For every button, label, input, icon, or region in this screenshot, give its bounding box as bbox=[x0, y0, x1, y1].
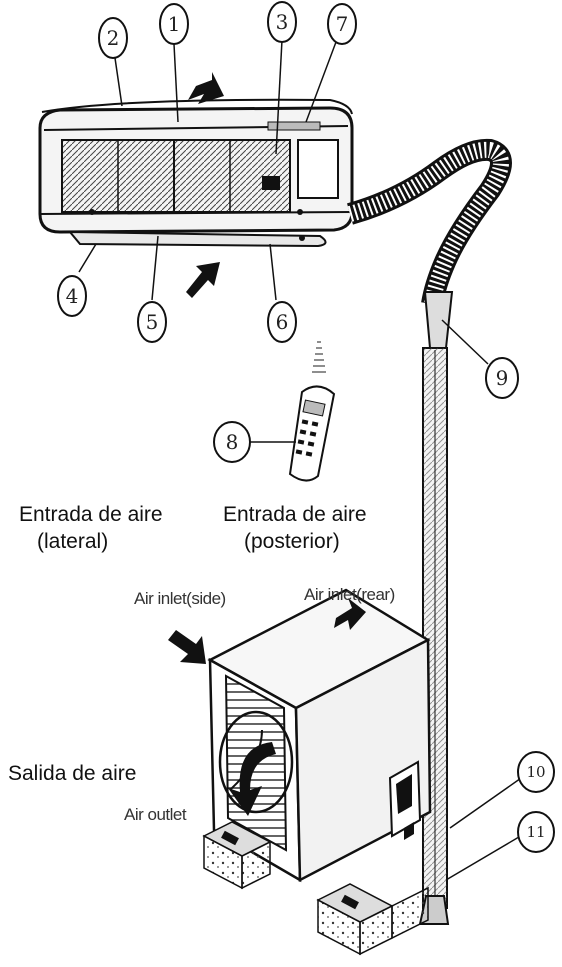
svg-text:1: 1 bbox=[168, 12, 181, 36]
callout-5: 5 bbox=[137, 301, 167, 343]
air-outlet-label-es: Salida de aire bbox=[8, 762, 137, 785]
svg-text:4: 4 bbox=[66, 284, 79, 308]
callout-7: 7 bbox=[327, 3, 357, 45]
outdoor-unit bbox=[207, 588, 432, 883]
callout-2: 2 bbox=[98, 17, 128, 59]
svg-text:10: 10 bbox=[526, 763, 545, 781]
svg-text:2: 2 bbox=[107, 26, 120, 50]
callout-3: 3 bbox=[267, 1, 297, 43]
air-outlet-arrow bbox=[228, 742, 276, 816]
callout-6: 6 bbox=[267, 301, 297, 343]
refrigerant-pipe bbox=[346, 138, 512, 925]
indoor-unit bbox=[38, 98, 354, 248]
svg-text:7: 7 bbox=[336, 12, 349, 36]
air-inlet-side-label-es-line1: Entrada de aire bbox=[19, 503, 163, 526]
callout-4: 4 bbox=[57, 275, 87, 317]
svg-text:9: 9 bbox=[496, 366, 509, 390]
mounting-pads bbox=[202, 821, 429, 956]
callout-10: 10 bbox=[517, 751, 555, 793]
remote-control bbox=[250, 341, 336, 482]
svg-text:11: 11 bbox=[526, 823, 545, 841]
air-inlet-side-label-en: Air inlet(side) bbox=[134, 589, 226, 608]
airflow-arrows-outdoor bbox=[168, 598, 366, 664]
callout-1: 1 bbox=[159, 3, 189, 45]
air-inlet-rear-label-es-line1: Entrada de aire bbox=[223, 503, 367, 526]
air-inlet-rear-label-en: Air inlet(rear) bbox=[304, 585, 395, 604]
callout-9: 9 bbox=[485, 357, 519, 399]
svg-text:8: 8 bbox=[226, 430, 239, 454]
callout-11: 11 bbox=[517, 811, 555, 853]
leader-lines bbox=[78, 39, 525, 881]
air-inlet-side-label-es-line2: (lateral) bbox=[37, 530, 109, 553]
airflow-arrows-indoor bbox=[186, 72, 224, 298]
svg-text:3: 3 bbox=[276, 10, 289, 34]
svg-text:6: 6 bbox=[276, 310, 289, 334]
air-outlet-label-en: Air outlet bbox=[124, 805, 187, 824]
callout-8: 8 bbox=[213, 421, 251, 463]
air-inlet-rear-label-es-line2: (posterior) bbox=[244, 530, 340, 553]
svg-text:5: 5 bbox=[146, 310, 159, 334]
